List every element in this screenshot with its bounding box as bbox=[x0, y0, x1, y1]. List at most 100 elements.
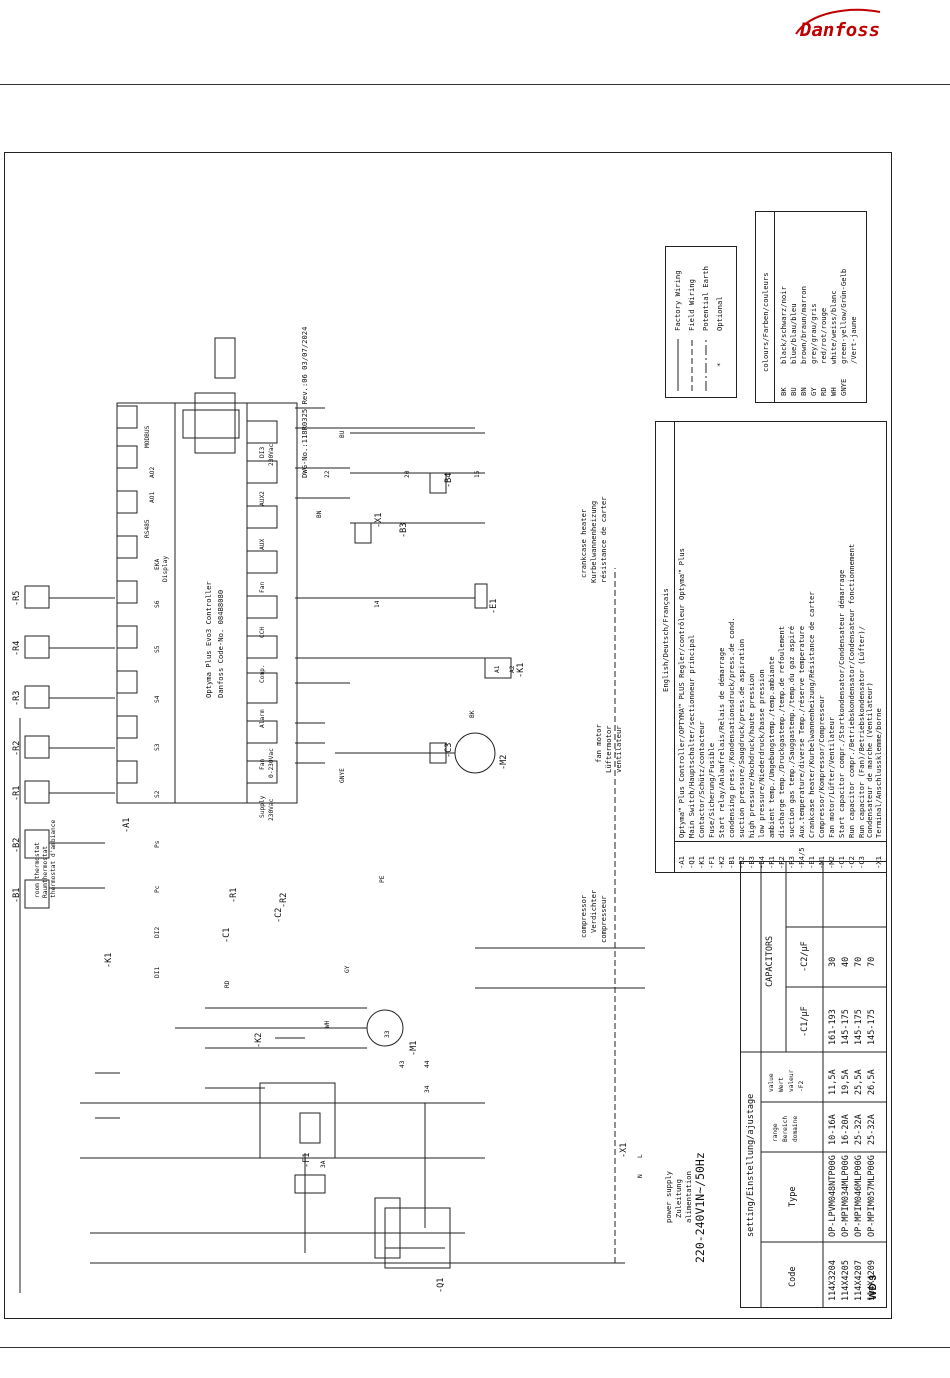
term-20: 20 bbox=[404, 470, 411, 478]
col-range-fr: domaine bbox=[792, 1115, 799, 1142]
fan-motor-de: Lüftermotor bbox=[604, 725, 613, 773]
sensor-b2: -B2 bbox=[12, 837, 22, 853]
colour-name-rd: red/rot/rouge bbox=[819, 307, 828, 364]
ref-q1: -Q1 bbox=[436, 1277, 446, 1293]
legend-optional-mark: * bbox=[715, 362, 724, 367]
row-value: 19,5A bbox=[841, 1069, 851, 1095]
wire-gy-1: GY bbox=[344, 965, 351, 973]
ref-b3: -B3 bbox=[399, 522, 409, 538]
col-c1: -C1/µF bbox=[800, 1006, 810, 1037]
label-s6: S6 bbox=[154, 600, 161, 608]
colour-code-gy: GY bbox=[809, 387, 818, 396]
col-value-en: value bbox=[768, 1073, 775, 1092]
ref-b4: -B4 bbox=[444, 472, 454, 488]
row-range: 25-32A bbox=[854, 1114, 864, 1145]
wire-bk-1: BK bbox=[469, 710, 476, 718]
sensor-b1: -B1 bbox=[12, 887, 22, 903]
col-type: Type bbox=[788, 1186, 798, 1207]
wire-l: L bbox=[637, 1154, 644, 1158]
wire-wh-1: WH bbox=[324, 1020, 331, 1028]
label-di2: DI2 bbox=[154, 926, 161, 938]
designation-text: condensing press./Kondensationsdruck/pre… bbox=[727, 617, 736, 838]
wiring-legend: Factory Wiring Field Wiring Potential Ea… bbox=[665, 246, 737, 398]
capacitors-header: CAPACITORS bbox=[765, 935, 775, 987]
power-supply-fr: alimentation bbox=[684, 1171, 693, 1223]
crankcase-fr: résistance de carter bbox=[599, 496, 608, 583]
danfoss-logo: Danfoss bbox=[795, 8, 881, 41]
designation-text: suction gas temp./Sauggastemp./temp.du g… bbox=[787, 625, 796, 838]
row-value: 26,5A bbox=[867, 1069, 877, 1095]
sensor-r5: -R5 bbox=[12, 590, 22, 606]
sensor-r2: -R2 bbox=[12, 740, 22, 756]
col-code: Code bbox=[788, 1266, 798, 1287]
ref-a1-coil: A1 bbox=[494, 665, 501, 673]
crankcase-en: crankcase heater bbox=[579, 508, 588, 578]
row-c1: 145-175 bbox=[854, 1009, 864, 1045]
term-44: 44 bbox=[424, 1060, 431, 1068]
designation-text: Optyma™ Plus Controller/OPTYMA™ PLUS Reg… bbox=[677, 548, 686, 838]
row-type: OP-LPVM048NTP00G bbox=[828, 1155, 838, 1237]
designation-text: Start capacitor compr./Startkondensator/… bbox=[837, 569, 846, 838]
controller-ref: -A1 bbox=[122, 817, 132, 833]
designation-text: Crankcase heater/Kurbelwannenheizung/Rés… bbox=[807, 591, 816, 838]
wire-bu-1: BU bbox=[339, 430, 346, 438]
wire-rd-1: RD bbox=[224, 980, 231, 988]
label-di1: DI1 bbox=[154, 966, 161, 978]
label-supply-volt: 230Vac bbox=[268, 798, 275, 821]
designation-text: Run capacitor compr./Betriebskondensator… bbox=[847, 543, 856, 838]
designation-text: Compressor/Kompressor/Compresseur bbox=[817, 695, 826, 838]
ref-f1-rating: 3A bbox=[320, 1160, 327, 1168]
rotated-sheet: DWG-No.:118R0325 Rev.:06 03/07/2024 Opty… bbox=[5, 153, 891, 1318]
label-ps: Ps bbox=[154, 840, 161, 848]
wiring-legend-lines bbox=[677, 339, 707, 391]
ref-k2: -K2 bbox=[254, 1032, 264, 1048]
designation-text: Condensateur de marche (Ventilateur) bbox=[865, 682, 874, 838]
row-type: OP-MPIM034MLP00G bbox=[841, 1155, 851, 1237]
row-range: 10-16A bbox=[828, 1114, 838, 1145]
label-fan-in-volt: 0-230Vac bbox=[268, 748, 275, 778]
col-c2: -C2/µF bbox=[800, 941, 810, 972]
row-range: 16-20A bbox=[841, 1114, 851, 1145]
colour-code-wh: WH bbox=[829, 387, 838, 396]
row-type: OP-MPIM057MLP00G bbox=[867, 1155, 877, 1237]
designation-ref: -F1 bbox=[707, 856, 716, 869]
logo-text: Danfoss bbox=[799, 19, 880, 41]
designation-text: Aux.temperature/diverse Temp./réserve te… bbox=[797, 625, 806, 838]
designation-text: low pressure/Niederdruck/basse pression bbox=[757, 669, 766, 838]
row-c2: 30 bbox=[828, 956, 838, 967]
row-c1: 145-175 bbox=[867, 1009, 877, 1045]
label-eka: EKA bbox=[154, 558, 161, 570]
term-14: 14 bbox=[374, 600, 381, 608]
label-s2: S2 bbox=[154, 790, 161, 798]
ref-k1-coil: -K1 bbox=[516, 662, 526, 678]
designation-text: suction pressure/Saugdruck/press.de aspi… bbox=[737, 638, 746, 838]
colours-legend: colours/Farben/couleurs BK black/schwarz… bbox=[755, 211, 867, 403]
room-thermostat-fr: thermostat d'ambiance bbox=[50, 819, 57, 898]
ref-m1: -M1 bbox=[409, 1040, 419, 1056]
label-supply: Supply bbox=[259, 795, 266, 818]
row-c2: 70 bbox=[867, 956, 877, 967]
term-34: 34 bbox=[424, 1085, 431, 1093]
label-comp: Comp. bbox=[259, 664, 266, 683]
colours-title: colours/Farben/couleurs bbox=[761, 272, 770, 372]
colour-name-bk: black/schwarz/noir bbox=[779, 286, 788, 364]
designations-table: English/Deutsch/Français -A1 Optyma™ Plu… bbox=[655, 421, 887, 873]
colour-name-gnye: green-yellow/Grün-Gelb bbox=[839, 268, 848, 364]
label-pc: Pc bbox=[154, 885, 161, 893]
ref-k1-contacts: -K1 bbox=[104, 952, 114, 968]
designation-text: Start relay/Anlaufrelais/Relais de démar… bbox=[717, 647, 726, 838]
row-c1: 145-175 bbox=[841, 1009, 851, 1045]
settings-title: setting/Einstellung/ajustage bbox=[746, 1093, 756, 1237]
label-cch: CCH bbox=[259, 626, 266, 638]
controller-code: Danfoss Code-No. 084B8080 bbox=[216, 589, 225, 698]
col-value-f2: -F2 bbox=[798, 1080, 805, 1092]
wire-gnye-1: GNYE bbox=[339, 768, 346, 783]
col-range-en: range bbox=[772, 1123, 779, 1142]
sensor-r4: -R4 bbox=[12, 640, 22, 656]
ref-a2-coil: A2 bbox=[509, 665, 516, 673]
footer-rule bbox=[0, 1347, 950, 1348]
wiring-diagram bbox=[19, 337, 645, 1293]
label-fan-out: Fan bbox=[259, 581, 266, 593]
term-22: 22 bbox=[324, 470, 331, 478]
power-supply-de: Zuleitung bbox=[674, 1179, 683, 1218]
